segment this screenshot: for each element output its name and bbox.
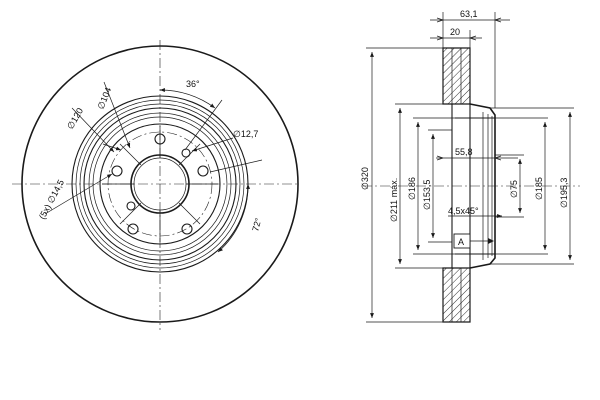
side-view: 63,1 20 ∅320 ∅211 máx. ∅186 ∅153,5 55,8 … xyxy=(360,9,580,323)
dim-320-label: ∅320 xyxy=(360,167,370,190)
bolt-hole xyxy=(181,223,193,235)
dim-195-3-label: ∅195,3 xyxy=(559,178,569,208)
dim-153-5-label: ∅153,5 xyxy=(422,180,432,210)
angle-72-arc xyxy=(217,183,251,253)
locating-hole xyxy=(126,201,136,211)
bolt-hole xyxy=(154,133,166,145)
angle-36-arc xyxy=(159,88,216,109)
chamfer-label: 4,5x45° xyxy=(448,206,479,216)
angle-72-label: 72° xyxy=(250,216,263,232)
dim-75-label: ∅75 xyxy=(509,180,519,198)
datum-label: A xyxy=(458,237,464,247)
dia-14-5-label: (5x) ∅14,5 xyxy=(37,178,66,221)
bolt-hole xyxy=(127,223,139,235)
dim-20-label: 20 xyxy=(450,27,460,37)
front-view: 36° 72° ∅104 ∅120 ∅12,7 (5x) ∅14,5 xyxy=(12,40,300,330)
dim-55-8-label: 55,8 xyxy=(455,147,473,157)
angle-36-label: 36° xyxy=(186,79,200,89)
dim-185-label: ∅185 xyxy=(534,177,544,200)
bolt-hole xyxy=(111,165,123,177)
bolt-holes xyxy=(111,133,209,235)
bolt-hole xyxy=(197,165,209,177)
dia-12-7-label: ∅12,7 xyxy=(233,129,258,139)
friction-ring-top xyxy=(442,47,471,105)
dim-211-label: ∅211 máx. xyxy=(389,178,399,222)
locating-hole xyxy=(181,148,191,158)
dim-63-1-label: 63,1 xyxy=(460,9,478,19)
hat-outline xyxy=(469,103,496,269)
dim-186-label: ∅186 xyxy=(407,177,417,200)
friction-ring-bottom xyxy=(442,267,471,323)
